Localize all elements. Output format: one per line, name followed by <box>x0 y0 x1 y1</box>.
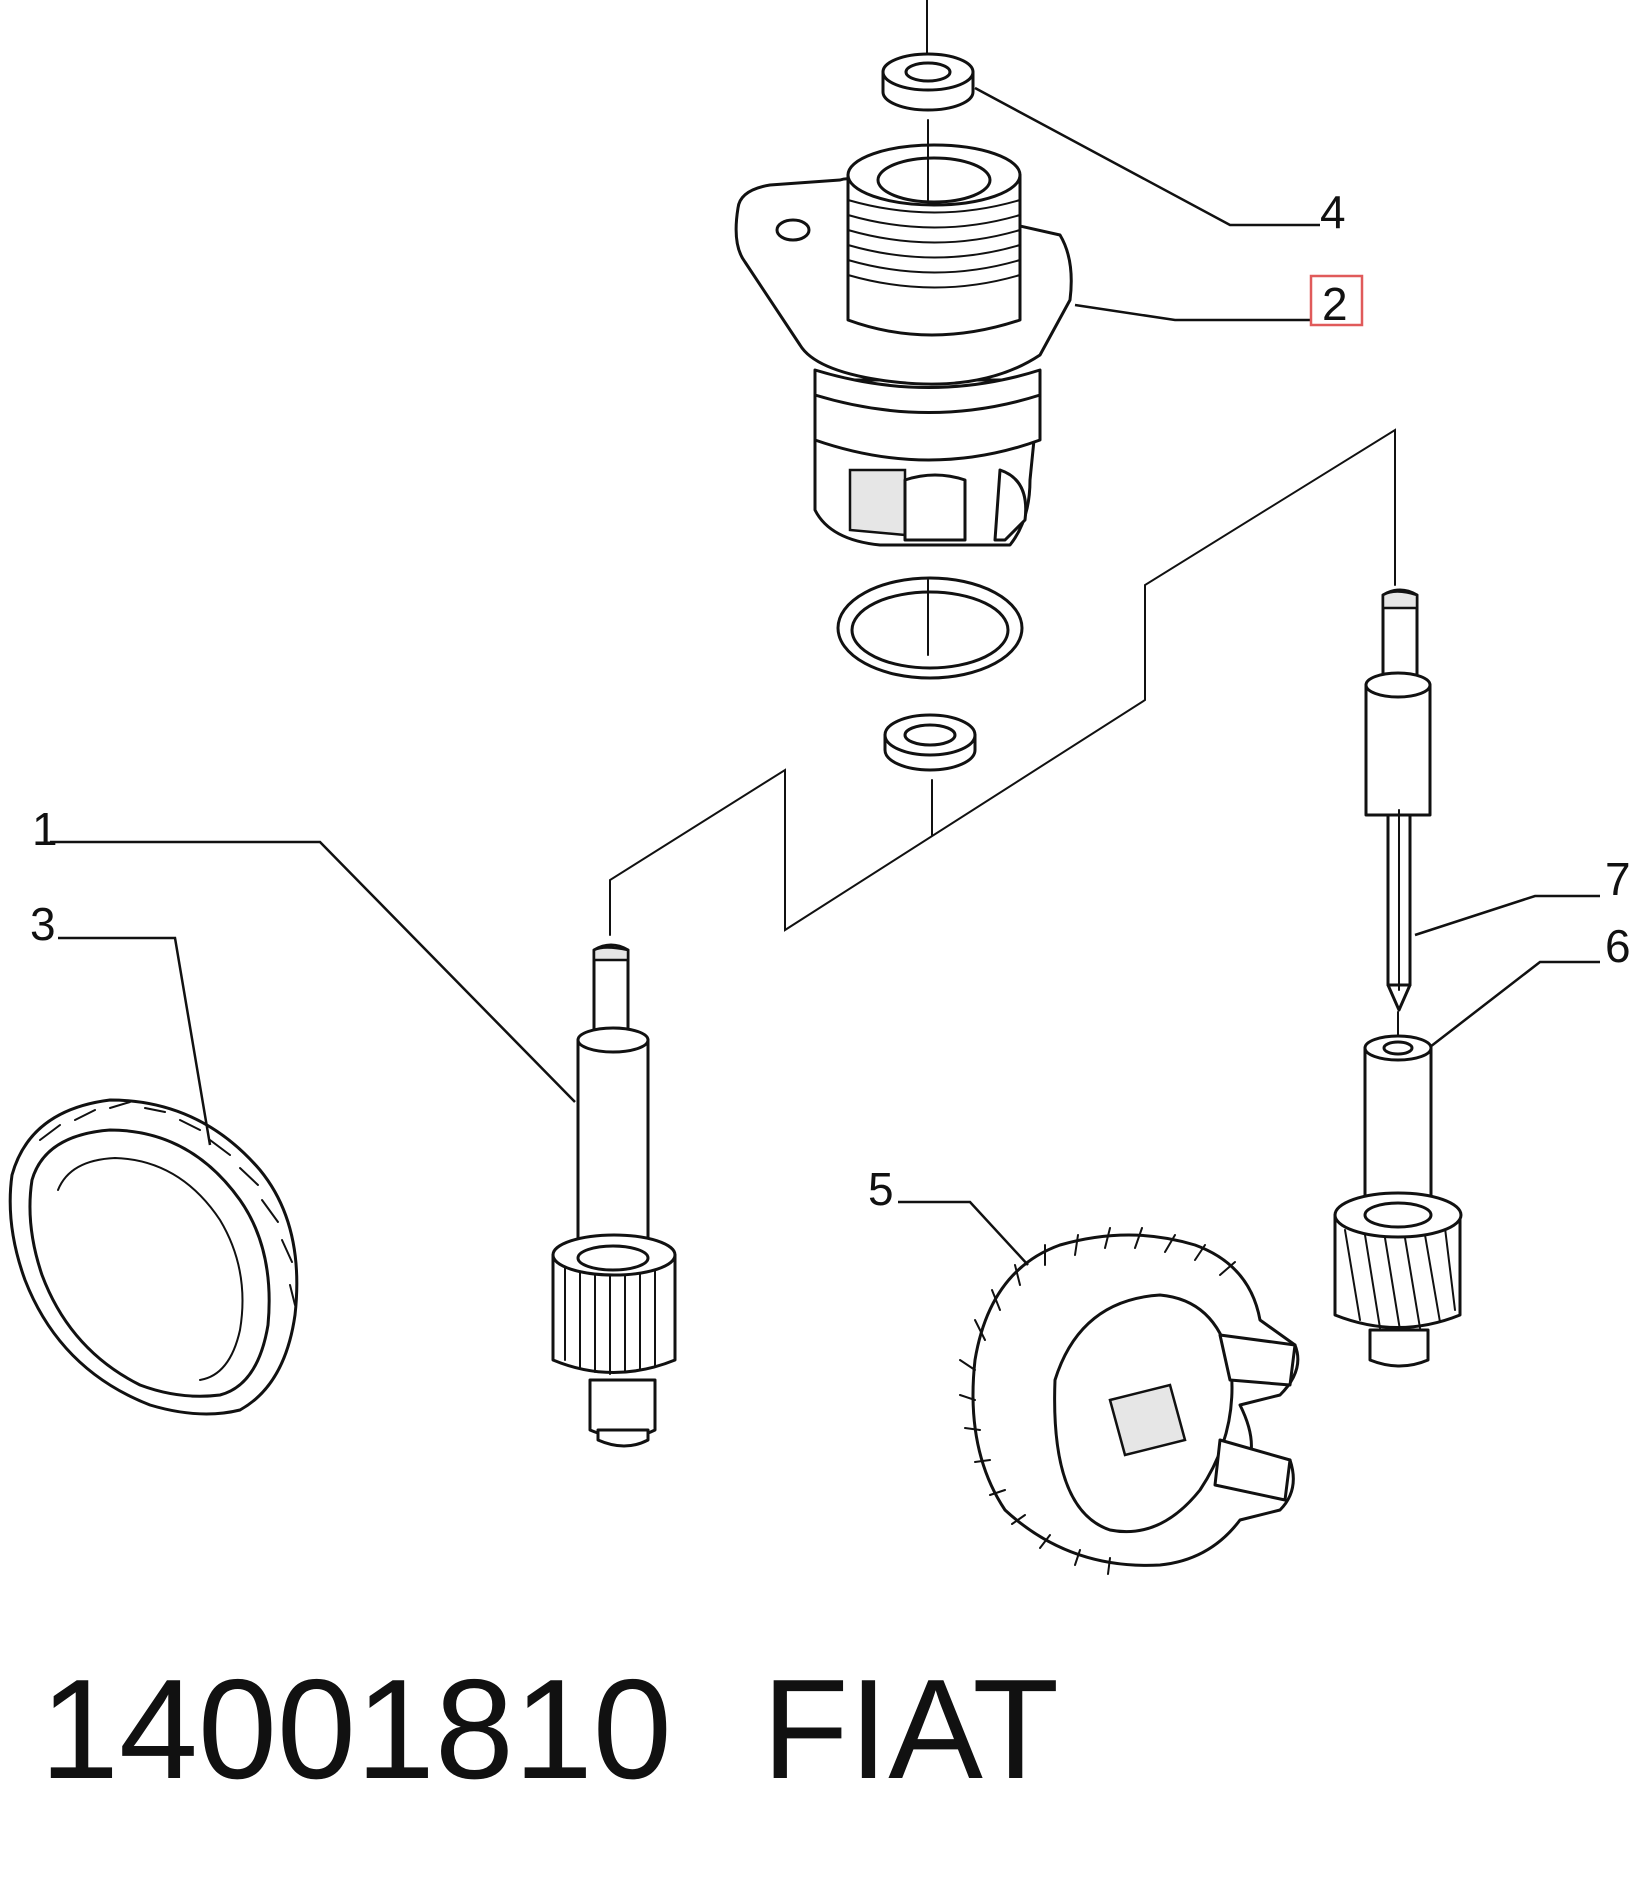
leader-5 <box>898 1200 1029 1266</box>
part-7-shaft <box>1364 588 1432 1012</box>
part-5-drive-gear <box>959 1227 1300 1575</box>
callout-1: 1 <box>32 803 58 855</box>
callout-2: 2 <box>1322 278 1348 330</box>
leader-7 <box>1414 894 1600 937</box>
callout-4: 4 <box>1320 186 1346 238</box>
callout-3: 3 <box>30 898 56 950</box>
part-3-ring-gear <box>8 1098 299 1416</box>
o-ring <box>836 576 1024 680</box>
callout-7: 7 <box>1605 853 1631 905</box>
leader-2 <box>1074 303 1310 322</box>
callout-6: 6 <box>1605 920 1631 972</box>
part-4-washer <box>881 52 975 112</box>
part-1-shaft <box>551 943 677 1448</box>
lower-washer <box>883 713 977 772</box>
leader-1 <box>50 840 576 1103</box>
brand-name: FIAT <box>762 1650 1059 1809</box>
part-6-pinion-shaft <box>1333 1034 1463 1368</box>
callout-2-highlight <box>1309 274 1364 327</box>
leader-4 <box>974 86 1320 227</box>
leader-3 <box>58 936 212 1146</box>
assembly-path-line <box>609 428 1396 936</box>
leader-6 <box>1429 960 1600 1048</box>
callout-5: 5 <box>868 1163 894 1215</box>
part-number: 14001810 <box>40 1650 672 1809</box>
part-2-housing <box>734 143 1073 547</box>
